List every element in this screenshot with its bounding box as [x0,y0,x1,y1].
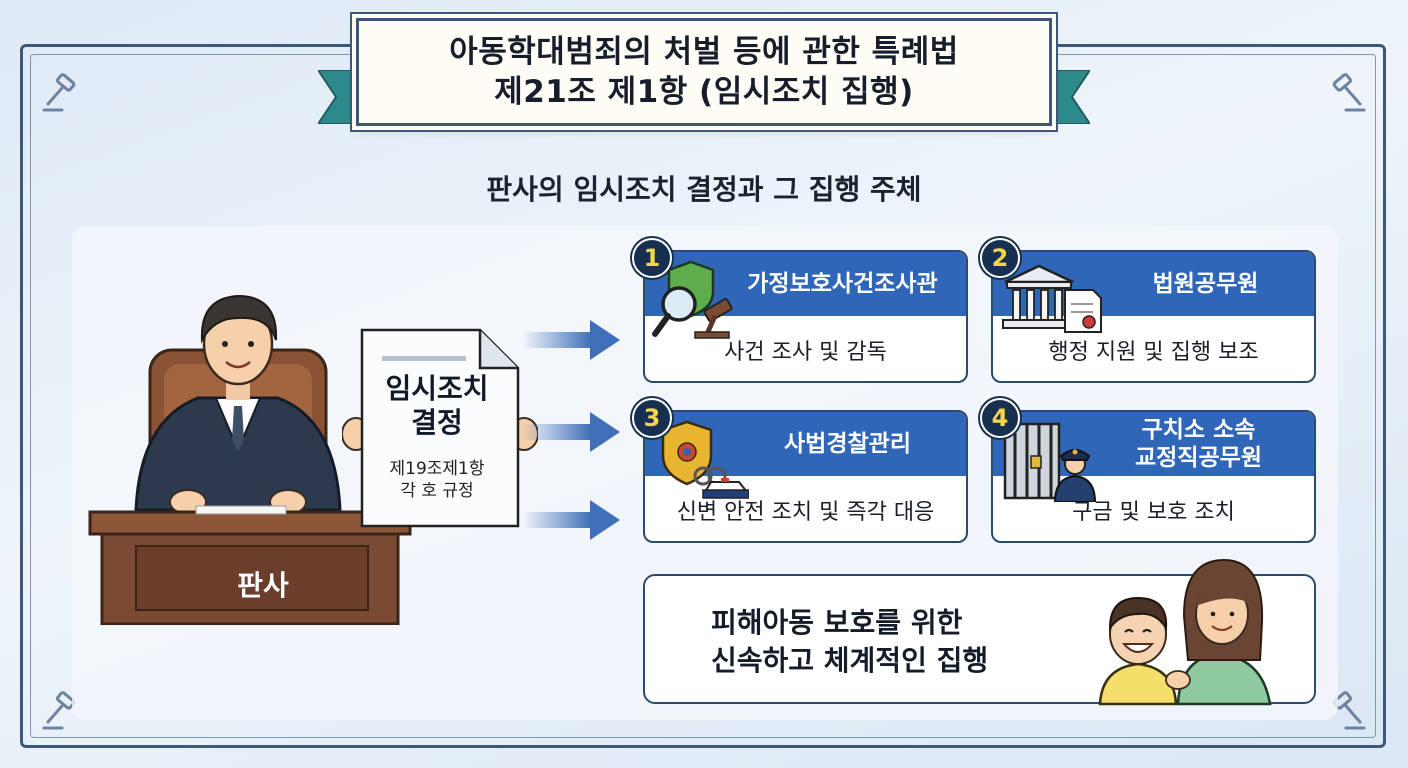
courthouse-document-icon [1002,264,1102,333]
gavel-icon [1332,73,1366,112]
number-badge: 3 [632,398,672,438]
agent-card-3: 사법경찰관리 신변 안전 조치 및 즉각 대응 [643,410,968,543]
judge-illustration [88,294,412,625]
decision-document [342,328,538,528]
arrow-right-icon [522,320,620,360]
card-title: 사법경찰관리 [784,431,911,457]
card-title: 구치소 소속 교정직공무원 [1089,416,1308,472]
conclusion-line-2: 신속하고 체계적인 집행 [711,644,989,677]
judge-label: 판사 [237,569,289,602]
document-reference-line-1: 제19조제1항 [389,459,485,479]
card-description: 행정 지원 및 집행 보조 [1048,340,1259,365]
number-badge: 1 [632,238,672,278]
agent-card-1: 가정보호사건조사관 사건 조사 및 감독 [643,250,968,383]
card-title: 법원공무원 [1152,271,1259,297]
arrow-right-icon [522,412,620,452]
card-description: 사건 조사 및 감독 [724,340,887,365]
card-description: 신변 안전 조치 및 즉각 대응 [676,500,935,525]
document-title-line-1: 임시조치 [385,372,489,405]
title-line-1: 아동학대범죄의 처벌 등에 관한 특례법 [449,34,959,70]
conclusion-text: 피해아동 보호를 위한 신속하고 체계적인 집행 [711,604,988,680]
card-description: 구금 및 보호 조치 [1072,500,1235,525]
document-reference: 제19조제1항 각 호 규정 [362,458,512,502]
card-title: 가정보호사건조사관 [747,271,938,297]
document-reference-line-2: 각 호 규정 [400,481,474,501]
title-banner: 아동학대범죄의 처벌 등에 관한 특례법 제21조 제1항 (임시조치 집행) [356,18,1052,126]
title-line-2: 제21조 제1항 (임시조치 집행) [494,74,914,110]
conclusion-line-1: 피해아동 보호를 위한 [711,606,963,639]
mother-child-illustration [1098,558,1272,706]
card-title-line-1: 구치소 소속 [1141,417,1256,443]
arrow-right-icon [522,500,620,540]
number-badge: 4 [980,398,1020,438]
gavel-icon [42,73,76,112]
prison-officer-icon [1003,422,1097,502]
agent-card-4: 구치소 소속 교정직공무원 구금 및 보호 조치 [991,410,1316,543]
police-badge-car-icon [661,420,749,499]
document-title: 임시조치 결정 [362,372,512,440]
card-title-line-2: 교정직공무원 [1135,445,1262,471]
subtitle: 판사의 임시조치 결정과 그 집행 주체 [486,173,922,206]
number-badge: 2 [980,238,1020,278]
gavel-icon [42,691,76,730]
document-title-line-2: 결정 [411,406,463,439]
shield-magnifier-gavel-icon [652,260,733,339]
agent-card-2: 법원공무원 행정 지원 및 집행 보조 [991,250,1316,383]
